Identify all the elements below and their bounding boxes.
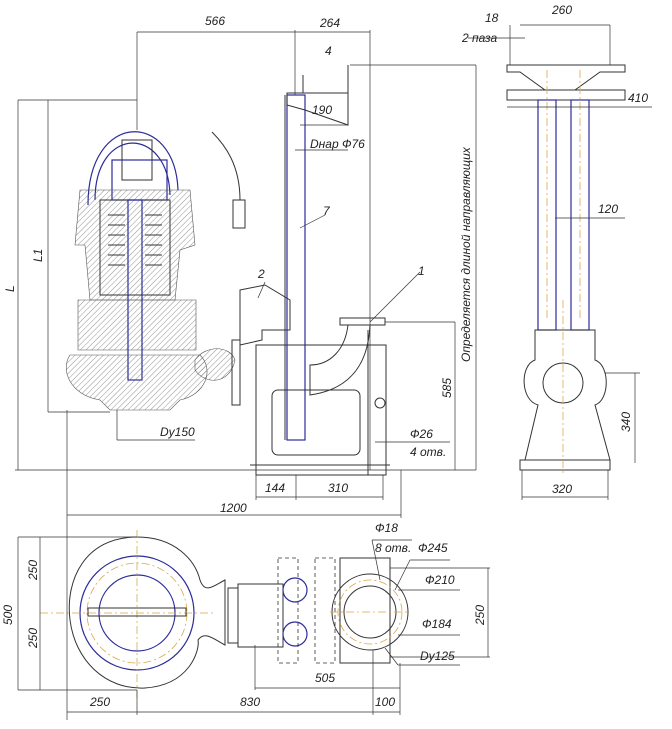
dim-Dy150: Dy150 xyxy=(160,425,195,439)
side-view-labels: 18 2 паза 260 410 120 340 320 xyxy=(461,3,648,496)
position-2: 2 xyxy=(257,267,265,281)
guide-length-note: Определяется длиной направляющих xyxy=(459,146,473,362)
dim-500: 500 xyxy=(1,605,15,625)
hole-count: 4 отв. xyxy=(410,445,446,459)
dimension-lines xyxy=(15,24,652,720)
guide-rail-and-discharge-base xyxy=(239,65,390,476)
dim-L: L xyxy=(3,285,17,292)
bolt-diameter: Ф18 xyxy=(375,521,398,535)
float-switch xyxy=(232,199,246,229)
dim-320: 320 xyxy=(552,482,572,496)
dim-310: 310 xyxy=(328,481,348,495)
front-view-labels: 566 264 4 190 Dнар Ф76 7 2 1 L1 L Опреде… xyxy=(3,14,473,515)
dia-210: Ф210 xyxy=(425,573,455,587)
pipe-outer-diameter: Dнар Ф76 xyxy=(310,137,365,151)
dim-18: 18 xyxy=(485,11,499,25)
dim-410: 410 xyxy=(628,91,648,105)
side-view xyxy=(506,64,626,475)
dim-264: 264 xyxy=(319,16,340,30)
plan-view-labels: 500 250 250 Ф18 8 отв. Ф245 Ф210 Ф184 Dy… xyxy=(1,521,487,709)
dim-250-top: 250 xyxy=(26,560,40,581)
dim-120: 120 xyxy=(598,202,618,216)
dim-250-left: 250 xyxy=(89,695,110,709)
dim-250-right: 250 xyxy=(473,605,487,626)
position-1: 1 xyxy=(418,264,425,278)
dim-L1: L1 xyxy=(31,249,45,262)
position-3: 7 xyxy=(323,204,331,218)
dim-830: 830 xyxy=(240,695,260,709)
dia-245: Ф245 xyxy=(418,541,448,555)
dim-190: 190 xyxy=(312,103,332,117)
dim-585: 585 xyxy=(440,378,454,398)
dim-260: 260 xyxy=(551,3,572,17)
dia-184: Ф184 xyxy=(422,617,452,631)
slot-count: 2 паза xyxy=(461,31,497,45)
hole-diameter: Ф26 xyxy=(410,427,433,441)
dim-144: 144 xyxy=(265,481,285,495)
pump-section-view xyxy=(65,131,241,411)
plan-view xyxy=(40,530,410,700)
bolt-count: 8 отв. xyxy=(375,541,411,555)
dim-340: 340 xyxy=(619,412,633,432)
dim-505: 505 xyxy=(315,671,335,685)
dim-100: 100 xyxy=(375,695,395,709)
dim-250-bottom: 250 xyxy=(26,628,40,649)
dim-566: 566 xyxy=(205,14,225,28)
dim-Dy125: Dy125 xyxy=(420,649,455,663)
position-4: 4 xyxy=(325,44,332,58)
dim-1200: 1200 xyxy=(220,501,247,515)
